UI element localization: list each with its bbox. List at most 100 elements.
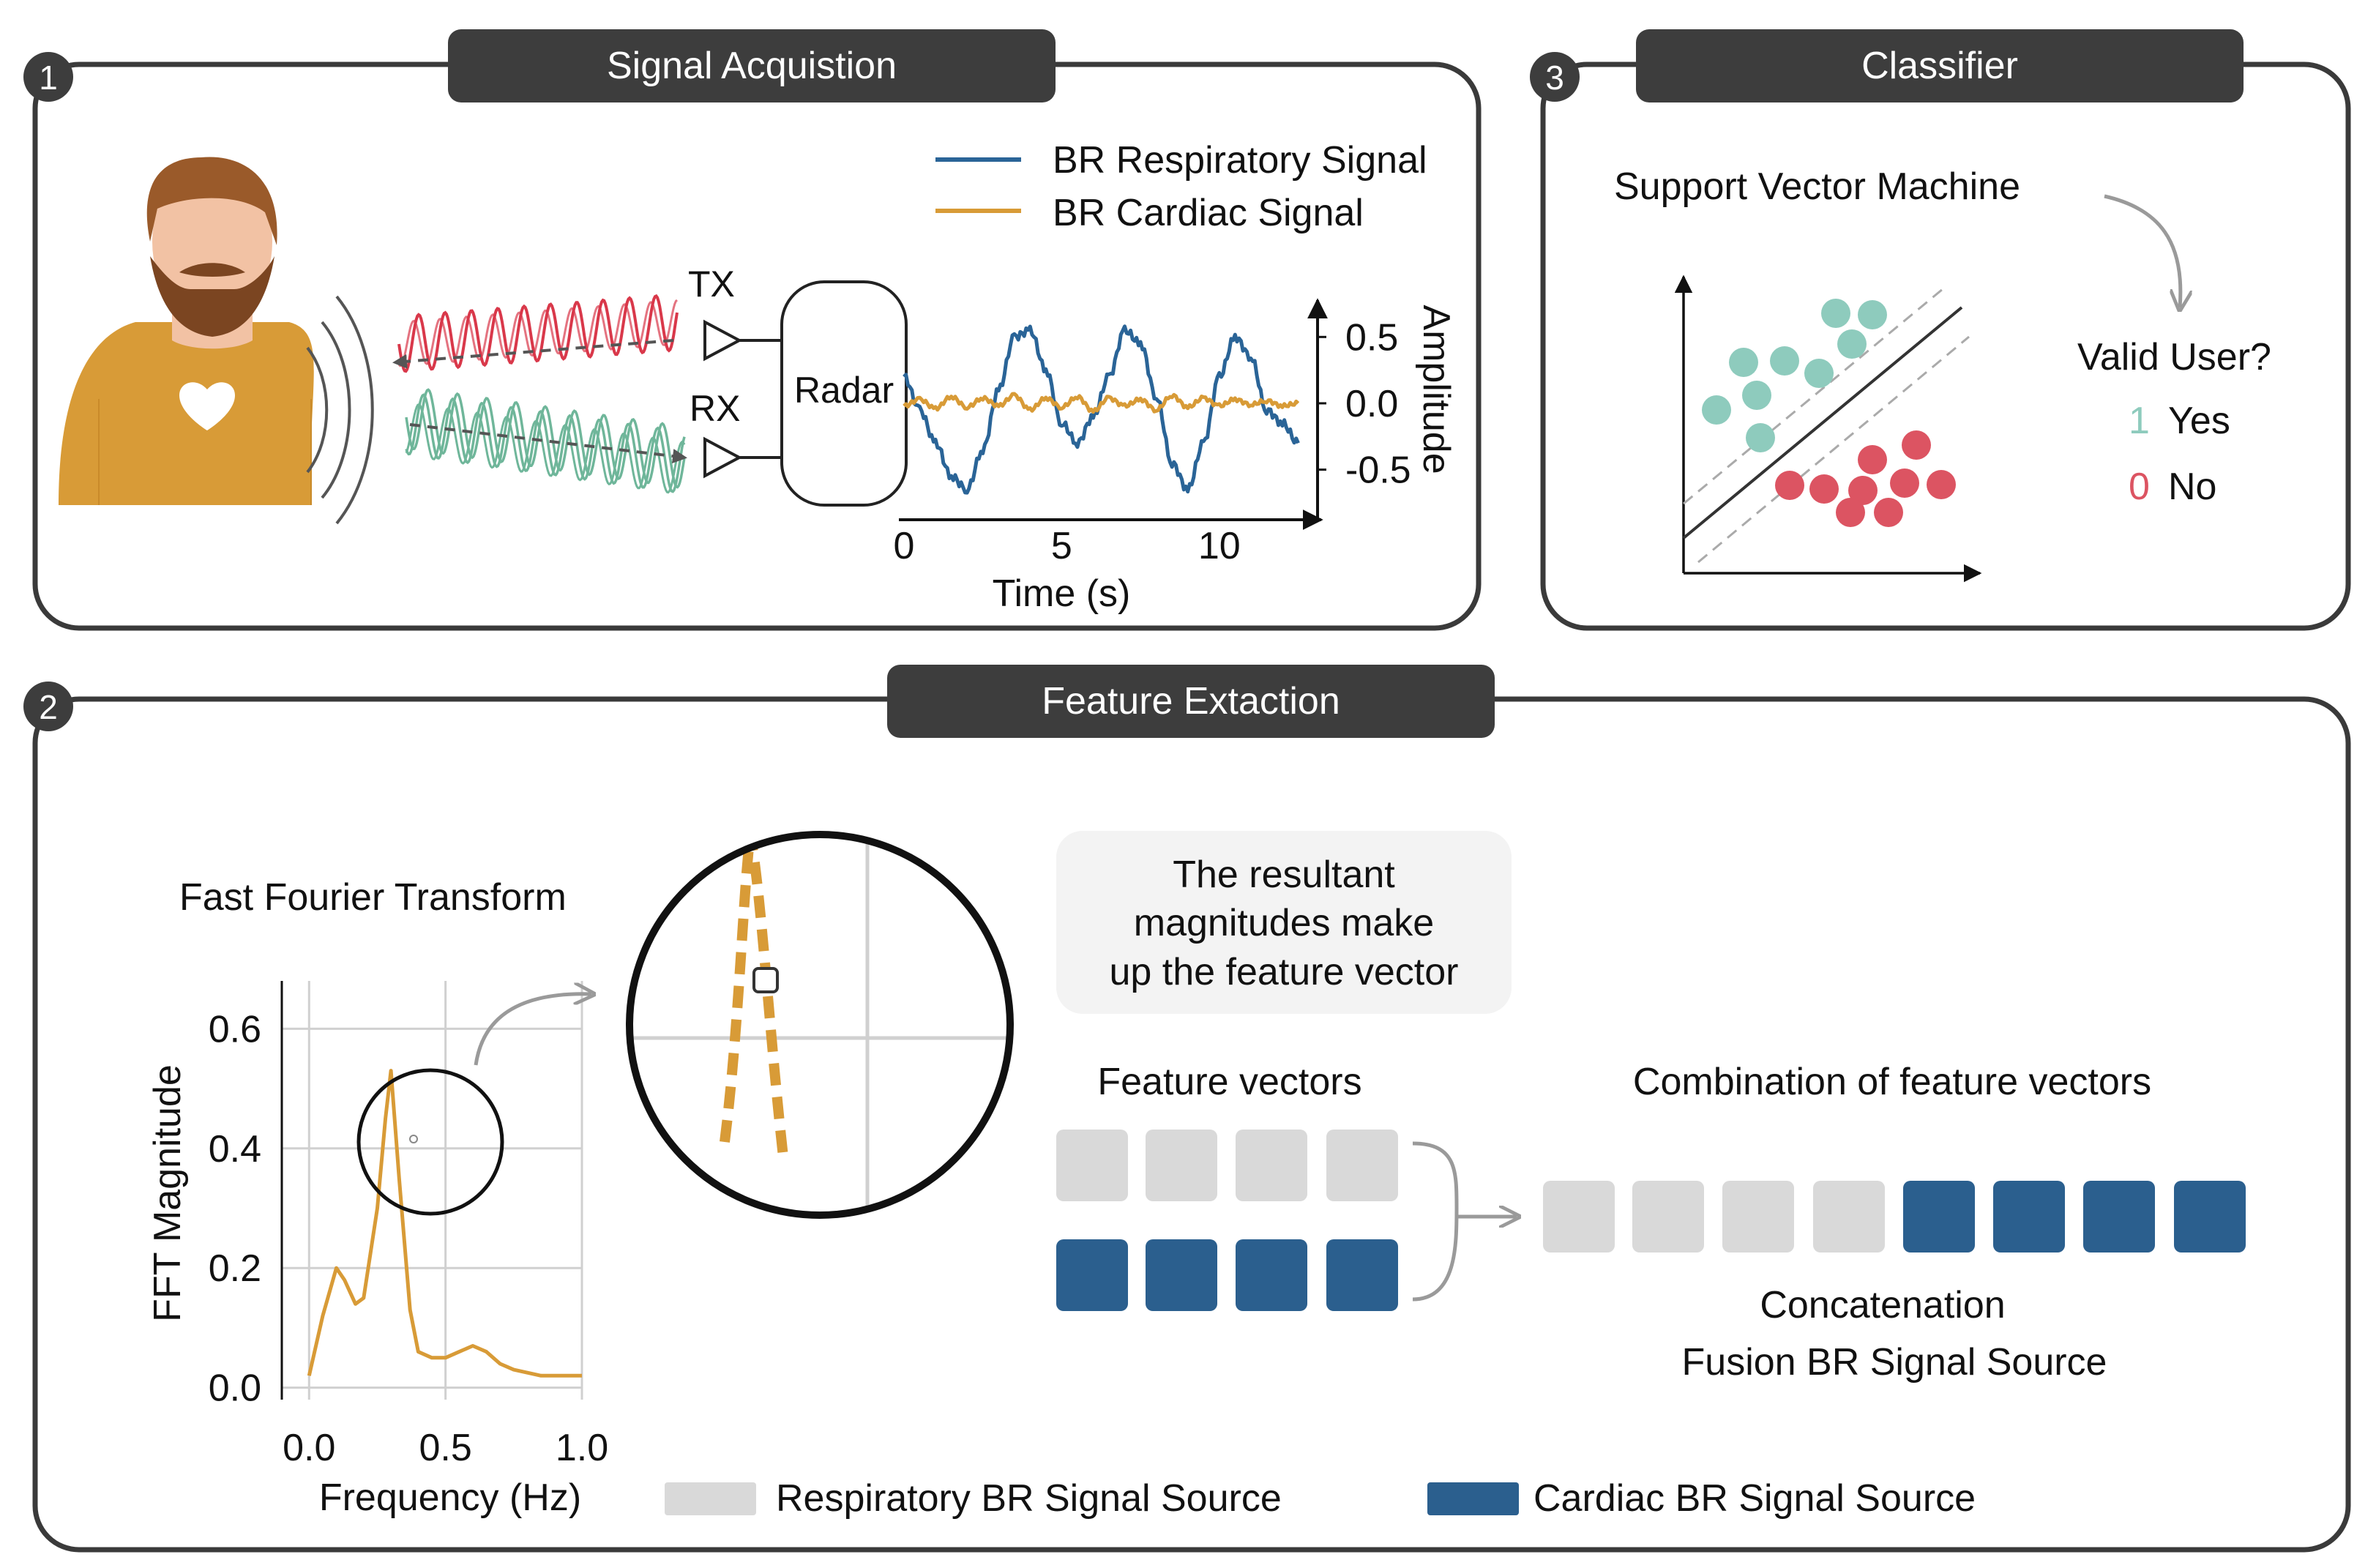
fft-y-axis-label: FFT Magnitude [146, 1064, 189, 1322]
svm-point [1836, 498, 1865, 527]
feature-cell [1813, 1181, 1885, 1252]
info-line-1: The resultant [1173, 854, 1395, 896]
radar-box [780, 280, 908, 507]
rx-wave-3 [405, 403, 686, 494]
zoom-magnifier [626, 831, 1014, 1219]
panel-classifier: Classifier 3 Support Vector Machine [1530, 29, 2351, 631]
rx-wave-2 [405, 393, 686, 493]
svm-class-red-points [1775, 430, 1956, 527]
x-tick-label: 0.5 [419, 1427, 471, 1469]
person-mustache [179, 263, 245, 277]
person-shirt [59, 322, 314, 505]
panel-number-badge [23, 682, 73, 731]
panel-number-badge [23, 52, 73, 102]
zoom-peak-marker [752, 967, 779, 993]
legend-card-swatch [1427, 1482, 1519, 1515]
feature-cell [1993, 1181, 2065, 1252]
merge-bracket [1412, 1141, 1459, 1302]
panel-header [1636, 29, 2244, 102]
fft-zoom-ring [356, 1068, 504, 1216]
info-box [1056, 831, 1512, 1014]
legend-card-label: Cardiac BR Signal Source [1533, 1477, 1976, 1520]
panel-signal-acquisition: Signal Acquistion 1 [23, 29, 1482, 631]
y-tick-label: 0.0 [1345, 383, 1398, 425]
x-tick-label: 10 [1198, 525, 1241, 567]
panel-number: 1 [39, 59, 58, 97]
legend-respiratory-label: BR Respiratory Signal [1053, 139, 1427, 182]
y-tick-label: 0.4 [209, 1128, 261, 1171]
svm-hyperplane [1682, 306, 1963, 540]
svm-point [1746, 423, 1775, 452]
svm-title: Support Vector Machine [1614, 165, 2020, 208]
series-line-fft [307, 1069, 582, 1378]
panel-number: 2 [39, 688, 58, 726]
svm-point [1729, 348, 1758, 377]
time-x-axis-label: Time (s) [993, 572, 1131, 615]
zoom-peak-curve [720, 835, 788, 1157]
fusion-source-label: Fusion BR Signal Source [1682, 1341, 2107, 1384]
feature-cell [1903, 1181, 1975, 1252]
person-illustration [59, 157, 314, 505]
feature-vector-respiratory [1056, 1130, 1398, 1201]
svm-point [1848, 476, 1878, 505]
feature-cell [1146, 1130, 1217, 1201]
radar-label: Radar [794, 370, 894, 411]
info-line-3: up the feature vector [1110, 951, 1459, 993]
feature-cell [2174, 1181, 2246, 1252]
series-line-cardiac [903, 392, 1300, 414]
feature-cell [1722, 1181, 1794, 1252]
feature-cell [1056, 1239, 1128, 1311]
feature-cell [1326, 1130, 1398, 1201]
feature-cell [1056, 1130, 1128, 1201]
svm-point [1742, 381, 1771, 410]
legend-resp-label: Respiratory BR Signal Source [776, 1477, 1282, 1520]
rx-wave [405, 388, 686, 489]
concatenation-label: Concatenation [1760, 1284, 2005, 1326]
svm-point [1770, 346, 1799, 376]
x-tick-label: 1.0 [556, 1427, 608, 1469]
legend-resp-swatch [665, 1482, 756, 1515]
panel-header [887, 665, 1495, 738]
zoom-curved-arrow [474, 994, 591, 1066]
svm-point [1804, 359, 1834, 388]
rx-antenna [703, 436, 785, 479]
panel-number: 3 [1545, 59, 1564, 97]
rx-label: RX [690, 388, 740, 429]
info-line-2: magnitudes make [1134, 902, 1434, 944]
y-tick-label: 0.5 [1345, 316, 1398, 359]
tx-label: TX [688, 264, 735, 305]
x-tick-label: 0 [894, 525, 915, 567]
panel-title: Classifier [1861, 45, 2018, 87]
feature-cell [1632, 1181, 1704, 1252]
y-tick-label: -0.5 [1345, 449, 1411, 492]
yes-label: Yes [2168, 400, 2230, 442]
svm-point [1837, 329, 1867, 359]
combination-label: Combination of feature vectors [1633, 1061, 2151, 1103]
series-line-respiratory [903, 324, 1300, 495]
heart-icon [179, 382, 235, 430]
svm-margin-lower [1697, 335, 1970, 564]
svm-point [1890, 468, 1919, 498]
panel-feature-extraction: Feature Extaction 2 Fast Fourier Transfo… [23, 665, 2351, 1553]
svm-point [1821, 299, 1850, 328]
svm-point [1874, 498, 1903, 527]
feature-cell [2083, 1181, 2155, 1252]
no-value: 0 [2129, 466, 2150, 508]
y-tick-label: 0.0 [209, 1367, 261, 1410]
svm-curved-arrow [2104, 194, 2181, 307]
svm-class-teal-points [1702, 299, 1887, 452]
y-tick-label: 0.2 [209, 1247, 261, 1290]
svm-point [1775, 471, 1804, 500]
x-tick-label: 5 [1051, 525, 1072, 567]
no-label: No [2168, 466, 2216, 508]
svm-point [1809, 474, 1839, 504]
feature-cell [1543, 1181, 1615, 1252]
x-tick-label: 0.0 [283, 1427, 335, 1469]
person-hair [146, 157, 277, 245]
tx-antenna [703, 319, 785, 362]
panel-number-badge [1530, 52, 1580, 102]
svm-point [1858, 445, 1887, 474]
